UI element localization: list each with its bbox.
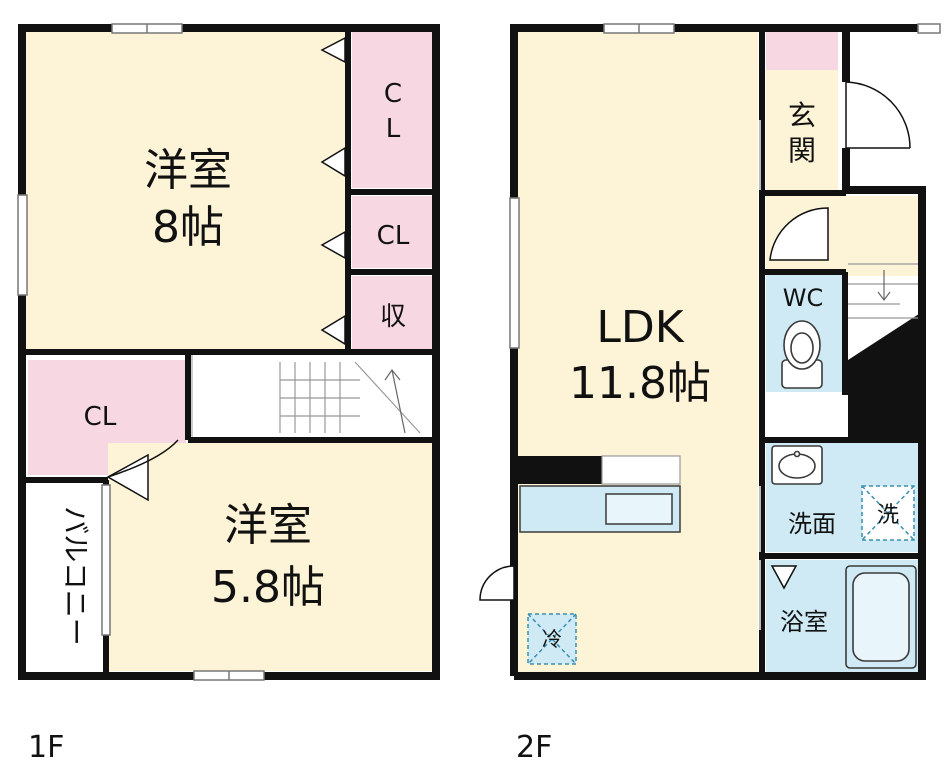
closet-mid-label: CL [377,221,410,251]
door-1f-closet [106,439,179,502]
balcony-fill [25,482,105,672]
floor-1-label: 1F [28,730,64,765]
western-room-58-name: 洋室 [224,500,312,551]
closet-door-marks [320,36,346,346]
window-balcony [101,484,111,636]
window-2f-right [917,23,941,34]
closet-mid-fill [352,196,432,268]
floor-2-label: 2F [516,730,552,765]
stair-hall-fill [190,355,432,437]
closet-left-label: CL [84,402,117,432]
bathroom-label: 浴室 [780,608,828,636]
staircase-2f [848,263,918,319]
closet-top-label-1: C [384,79,402,109]
closet-top-fill [352,32,432,188]
wall-dark-wedge [848,312,922,440]
fridge-label: 冷 [542,627,562,651]
entrance-pink [766,32,838,70]
bath-door-mark [770,565,798,590]
hall-door [769,207,829,261]
floor-1: 洋室 8帖 C L CL 収 CL 洋室 5.8帖 バルコニー [17,23,440,681]
closet-top-label-2: L [386,114,401,144]
floor-2: LDK 11.8帖 玄 関 WC 洗面 洗 浴室 冷 [479,23,941,680]
western-room-8-name: 洋室 [144,145,232,196]
toilet-icon [781,320,823,389]
western-room-58-size: 5.8帖 [211,562,325,613]
entrance-label-1: 玄 [788,99,816,132]
sink-icon [771,445,823,485]
wc-label: WC [783,284,824,312]
western-room-8-size: 8帖 [152,202,224,253]
ldk-name: LDK [596,302,684,353]
entrance-door [842,81,911,149]
kitchen-counter [519,485,681,533]
window-1f-left [17,194,28,296]
washer-label: 洗 [877,503,899,528]
washroom-label: 洗面 [788,510,836,538]
storage-fill [352,276,432,350]
washer-box [861,485,915,541]
western-room-58-fill [108,443,432,671]
balcony-label: バルコニー [59,506,92,645]
western-room-8-fill [25,32,345,350]
entrance-label-2: 関 [788,134,816,167]
ldk-side-door [479,565,515,601]
counter-back [601,455,681,485]
window-2f-left [509,197,520,349]
ldk-fill [518,32,758,672]
bathtub-icon [845,565,917,669]
fridge-box [527,613,577,665]
ldk-size: 11.8帖 [569,358,711,409]
ldk-dark-pillar [518,456,602,484]
storage-label: 収 [380,302,406,332]
staircase-1f [279,361,421,434]
